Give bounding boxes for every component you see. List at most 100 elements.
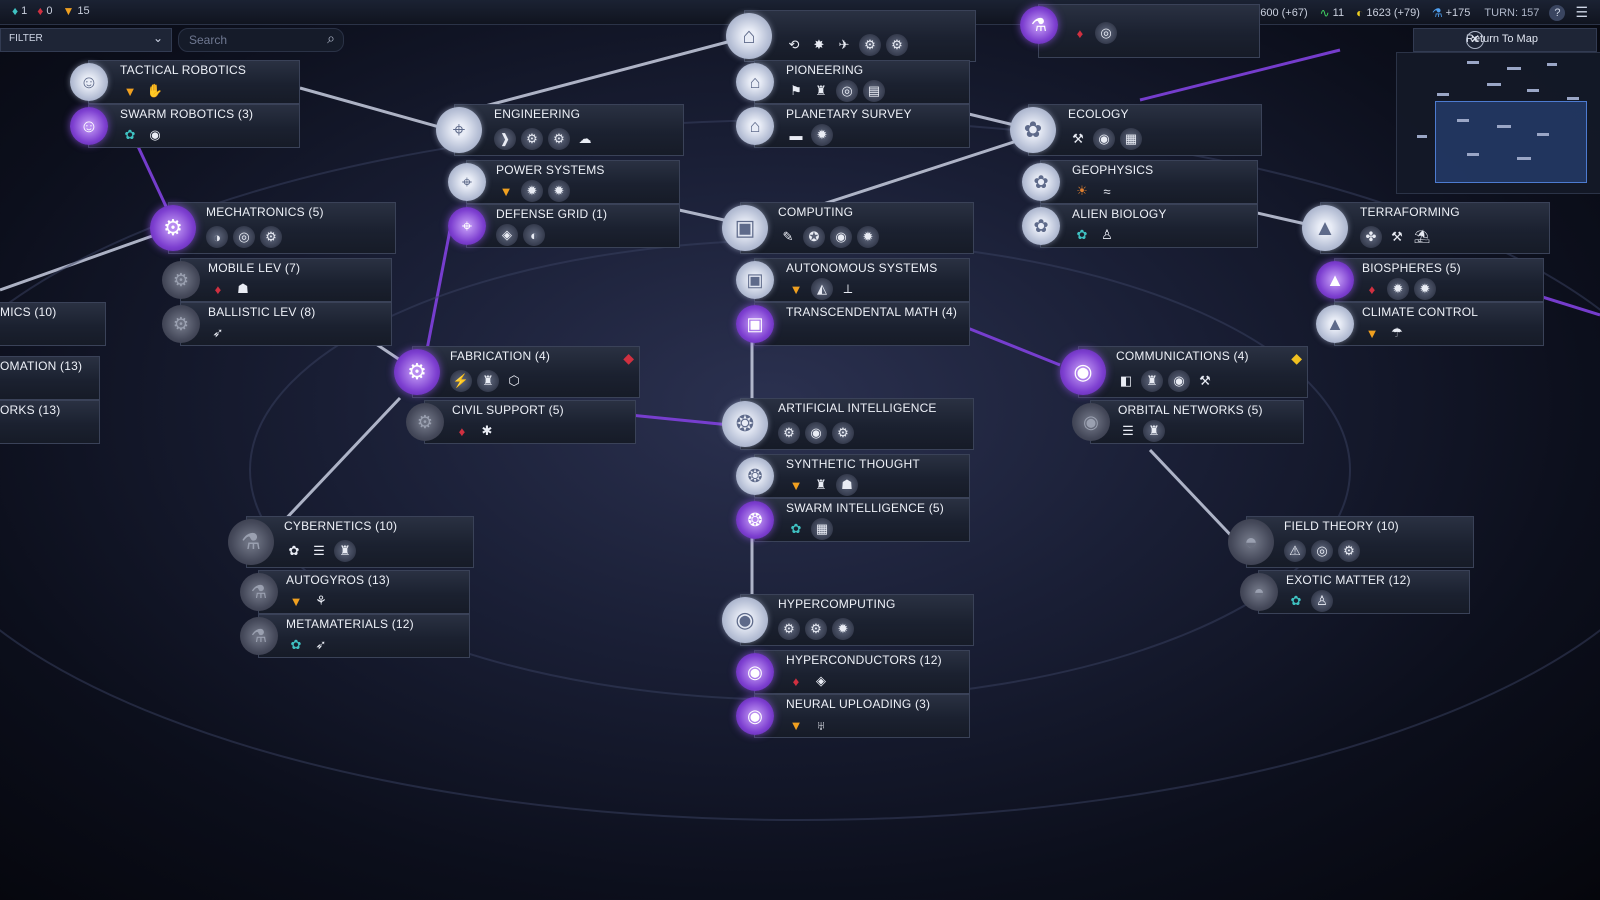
unit-icon[interactable]: ⚘ xyxy=(315,593,327,608)
unit-icon[interactable]: ◭ xyxy=(811,278,833,300)
improvement-icon[interactable]: ⚒ xyxy=(1391,229,1403,244)
supremacy-affinity-icon[interactable]: ▼ xyxy=(789,717,803,733)
building-icon[interactable]: ⚙ xyxy=(805,618,827,640)
supremacy-affinity-icon[interactable]: ▼ xyxy=(1365,325,1379,341)
weather-icon[interactable]: ☂ xyxy=(1391,325,1403,340)
building-icon[interactable]: ✿ xyxy=(288,543,300,558)
building-icon[interactable]: ⚠ xyxy=(1284,540,1306,562)
improvement-icon[interactable]: ▬ xyxy=(789,127,803,143)
building-icon[interactable]: ⚙ xyxy=(260,226,282,248)
unit-icon[interactable]: ◈ xyxy=(816,673,826,688)
building-icon[interactable]: ♜ xyxy=(1143,420,1165,442)
tech-node-ecology[interactable]: ✿ ECOLOGY ⚒◉▦ xyxy=(1010,104,1262,156)
unit-icon[interactable]: ➶ xyxy=(315,637,327,652)
building-icon[interactable]: ◎ xyxy=(233,226,255,248)
building-icon[interactable]: ⚙ xyxy=(778,618,800,640)
unit-icon[interactable]: ◉ xyxy=(149,127,161,142)
unit-icon[interactable]: ◐ xyxy=(523,224,545,246)
tech-node-habitation[interactable]: ⌂ ⟲✸✈⚙⚙ xyxy=(726,10,976,62)
unit-icon[interactable]: ♜ xyxy=(815,477,827,492)
improvement-icon[interactable]: ≈ xyxy=(1103,183,1111,199)
tech-node-civil-support[interactable]: ⚙ CIVIL SUPPORT (5) ♦✱ xyxy=(406,400,636,444)
unit-icon[interactable]: ♅ xyxy=(816,717,826,733)
unit-icon[interactable]: ☰ xyxy=(1122,423,1134,438)
menu-icon[interactable]: ☰ xyxy=(1575,4,1588,20)
tech-node-exotic-matter[interactable]: ◓ EXOTIC MATTER (12) ✿♙ xyxy=(1240,570,1470,614)
purity-affinity-icon[interactable]: ♦ xyxy=(1076,25,1084,41)
improvement-icon[interactable]: ☁ xyxy=(578,131,592,146)
tech-node-biospheres[interactable]: ▲ BIOSPHERES (5) ♦✹✹ xyxy=(1316,258,1544,302)
wonder-icon[interactable]: ❱ xyxy=(494,128,516,150)
supremacy-affinity-icon[interactable]: ▼ xyxy=(499,183,513,199)
tech-node-mobile-lev[interactable]: ⚙ MOBILE LEV (7) ♦☗ xyxy=(162,258,392,302)
building-icon[interactable]: ◉ xyxy=(830,226,852,248)
unit-icon[interactable]: ⟂ xyxy=(843,281,853,296)
tech-node-swarm-intelligence[interactable]: ❂ SWARM INTELLIGENCE (5) ✿▦ xyxy=(736,498,970,542)
tech-node-orbital-networks[interactable]: ◉ ORBITAL NETWORKS (5) ☰♜ xyxy=(1072,400,1304,444)
tech-node-engineering[interactable]: ⌖ ENGINEERING ❱⚙⚙☁ xyxy=(436,104,684,156)
building-icon[interactable]: ☗ xyxy=(836,474,858,496)
tech-node-communications[interactable]: ◉ COMMUNICATIONS (4) ◧♜◉⚒ ◆ xyxy=(1060,346,1308,398)
help-icon[interactable]: ? xyxy=(1549,4,1566,21)
building-icon[interactable]: ✹ xyxy=(548,180,570,202)
improvement-icon[interactable]: ⚒ xyxy=(1072,131,1084,146)
supremacy-affinity-icon[interactable]: ▼ xyxy=(123,83,137,99)
tech-node-planetary-survey[interactable]: ⌂ PLANETARY SURVEY ▬✹ xyxy=(736,104,970,148)
tech-node-terraforming[interactable]: ▲ TERRAFORMING ✤⚒⛱ xyxy=(1302,202,1550,254)
supremacy-affinity-icon[interactable]: ▼ xyxy=(789,477,803,493)
building-icon[interactable]: ♜ xyxy=(1141,370,1163,392)
tech-node-ballistic-lev[interactable]: ⚙ BALLISTIC LEV (8) ➶ xyxy=(162,302,392,346)
building-icon[interactable]: ✹ xyxy=(1387,278,1409,300)
unit-icon[interactable]: ☗ xyxy=(237,281,249,296)
tech-node-omation[interactable]: OMATION (13) xyxy=(0,356,100,400)
unit-icon[interactable]: ◧ xyxy=(1119,373,1133,388)
supremacy-affinity-icon[interactable]: ▼ xyxy=(789,281,803,297)
building-icon[interactable]: ✹ xyxy=(811,124,833,146)
harmony-affinity-icon[interactable]: ✿ xyxy=(124,127,136,142)
building-icon[interactable]: ✹ xyxy=(521,180,543,202)
search-icon[interactable]: ⌕ xyxy=(327,30,335,46)
harmony-affinity-icon[interactable]: ✿ xyxy=(1076,227,1088,242)
search-input[interactable] xyxy=(187,32,311,48)
tech-node-partial-top[interactable]: ⚗ ♦◎ xyxy=(1020,4,1260,58)
building-icon[interactable]: ⚙ xyxy=(548,128,570,150)
tech-node-metamaterials[interactable]: ⚗ METAMATERIALS (12) ✿➶ xyxy=(240,614,470,658)
building-icon[interactable]: ⚙ xyxy=(859,34,881,56)
tech-node-tactical-robotics[interactable]: ☺ TACTICAL ROBOTICS ▼✋ xyxy=(70,60,300,104)
wrench-icon[interactable]: ✎ xyxy=(782,229,794,244)
supremacy-affinity-icon[interactable]: ▼ xyxy=(289,593,303,609)
tech-node-computing[interactable]: ▣ COMPUTING ✎✪◉✹ xyxy=(722,202,974,254)
building-icon[interactable]: ⚙ xyxy=(1338,540,1360,562)
harmony-affinity-icon[interactable]: ✿ xyxy=(290,637,302,652)
tech-node-autogyros[interactable]: ⚗ AUTOGYROS (13) ▼⚘ xyxy=(240,570,470,614)
building-icon[interactable]: ☰ xyxy=(313,543,325,558)
building-icon[interactable]: ▦ xyxy=(1120,128,1142,150)
robot-unit-icon[interactable]: ✋ xyxy=(146,83,164,98)
unit-icon[interactable]: ➶ xyxy=(212,325,224,340)
wonder-icon[interactable]: ⟲ xyxy=(788,37,800,52)
tech-node-orks[interactable]: ORKS (13) xyxy=(0,400,100,444)
tech-node-cybernetics[interactable]: ⚗ CYBERNETICS (10) ✿☰♜ xyxy=(228,516,474,568)
tech-node-hyperconductors[interactable]: ◉ HYPERCONDUCTORS (12) ♦◈ xyxy=(736,650,970,694)
tech-node-transcendental-math[interactable]: ▣ TRANSCENDENTAL MATH (4) xyxy=(736,302,970,346)
tech-node-mechatronics[interactable]: ⚙ MECHATRONICS (5) ◑◎⚙ xyxy=(150,202,396,254)
search-box[interactable]: ⌕ xyxy=(178,28,344,52)
minimap-viewport[interactable] xyxy=(1435,101,1587,183)
tech-node-field-theory[interactable]: ◓ FIELD THEORY (10) ⚠◎⚙ xyxy=(1228,516,1474,568)
tech-node-climate-control[interactable]: ▲ CLIMATE CONTROL ▼☂ xyxy=(1316,302,1544,346)
unit-icon[interactable]: ♜ xyxy=(477,370,499,392)
harmony-affinity-icon[interactable]: ✿ xyxy=(790,521,802,536)
purity-affinity-icon[interactable]: ♦ xyxy=(1368,281,1376,297)
tech-node-swarm-robotics[interactable]: ☺ SWARM ROBOTICS (3) ✿◉ xyxy=(70,104,300,148)
tech-node-artificial-intelligence[interactable]: ❂ ARTIFICIAL INTELLIGENCE ⚙◉⚙ xyxy=(722,398,974,450)
resource-icon[interactable]: ☀ xyxy=(1076,183,1088,198)
building-icon[interactable]: ⚙ xyxy=(832,422,854,444)
flag-icon[interactable]: ⚑ xyxy=(790,83,802,98)
tech-node-pioneering[interactable]: ⌂ PIONEERING ⚑♜◎▤ xyxy=(736,60,970,104)
unit-icon[interactable]: ✱ xyxy=(481,423,493,438)
building-icon[interactable]: ♜ xyxy=(334,540,356,562)
building-icon[interactable]: ◉ xyxy=(1168,370,1190,392)
building-icon[interactable]: ✪ xyxy=(803,226,825,248)
tech-web-minimap[interactable] xyxy=(1396,52,1600,194)
tech-node-neural-uploading[interactable]: ◉ NEURAL UPLOADING (3) ▼♅ xyxy=(736,694,970,738)
